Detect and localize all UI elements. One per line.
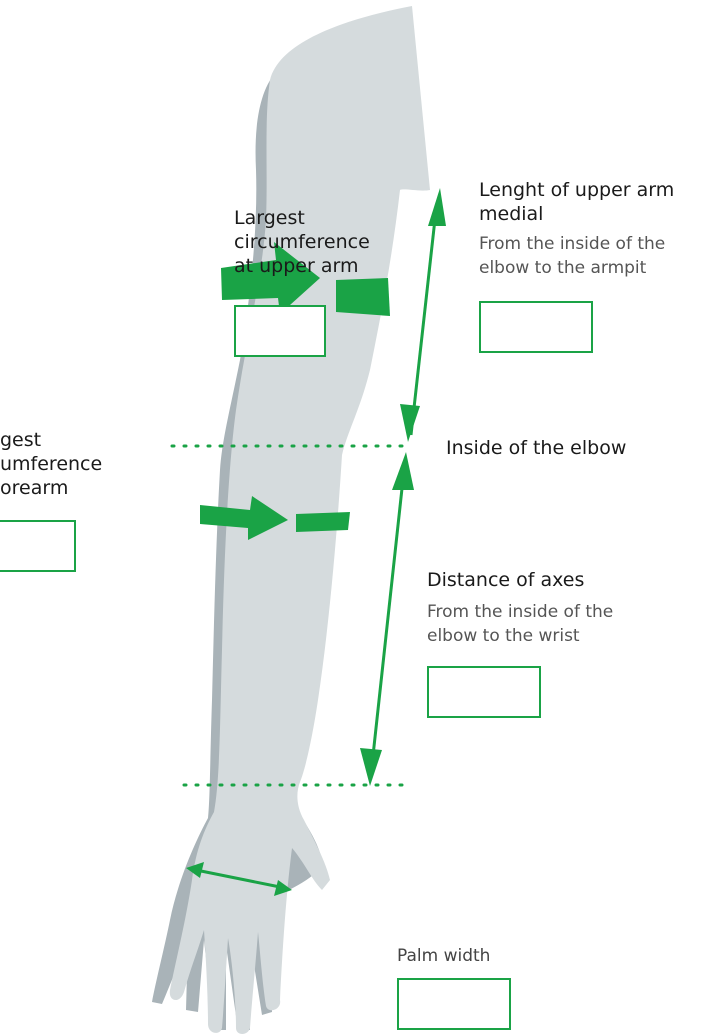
upper-arm-length-desc-line1: From the inside of the — [479, 232, 674, 256]
forearm-circ-line2: umference — [0, 452, 102, 476]
forearm-circ-line3: orearm — [0, 476, 102, 500]
axes-distance-arrowhead-top — [392, 452, 414, 490]
palm-width-input[interactable] — [397, 978, 511, 1030]
forearm-circumference-input[interactable] — [0, 520, 76, 572]
axes-distance-arrowhead-bottom — [360, 748, 382, 786]
upper-arm-length-arrowhead-bottom — [400, 404, 420, 442]
forearm-band — [296, 512, 350, 532]
upper-arm-length-desc-line2: elbow to the armpit — [479, 256, 674, 280]
axes-distance-input[interactable] — [427, 666, 541, 718]
upper-arm-length-input[interactable] — [479, 301, 593, 353]
upper-arm-length-title-line2: medial — [479, 202, 674, 226]
axes-distance-desc-line1: From the inside of the — [427, 600, 613, 624]
upper-arm-circ-line2: circumference — [234, 230, 370, 254]
upper-arm-circumference-input[interactable] — [234, 305, 326, 357]
forearm-circumference-label: gest umference orearm — [0, 428, 102, 500]
upper-arm-length-title-line1: Lenght of upper arm — [479, 178, 674, 202]
palm-width-label: Palm width — [397, 944, 490, 968]
axes-distance-arrow — [372, 470, 404, 765]
upper-arm-length-arrowhead-top — [428, 188, 446, 226]
upper-arm-circumference-label: Largest circumference at upper arm — [234, 206, 370, 278]
upper-arm-circ-line1: Largest — [234, 206, 370, 230]
axes-distance-title: Distance of axes — [427, 568, 613, 592]
axes-distance-desc-line2: elbow to the wrist — [427, 624, 613, 648]
upper-arm-length-arrow — [411, 210, 436, 435]
forearm-circ-line1: gest — [0, 428, 102, 452]
axes-distance-label: Distance of axes From the inside of the … — [427, 568, 613, 648]
upper-arm-length-label: Lenght of upper arm medial From the insi… — [479, 178, 674, 280]
upper-arm-circ-line3: at upper arm — [234, 254, 370, 278]
inside-elbow-label: Inside of the elbow — [446, 436, 626, 460]
upper-arm-band — [336, 278, 390, 316]
